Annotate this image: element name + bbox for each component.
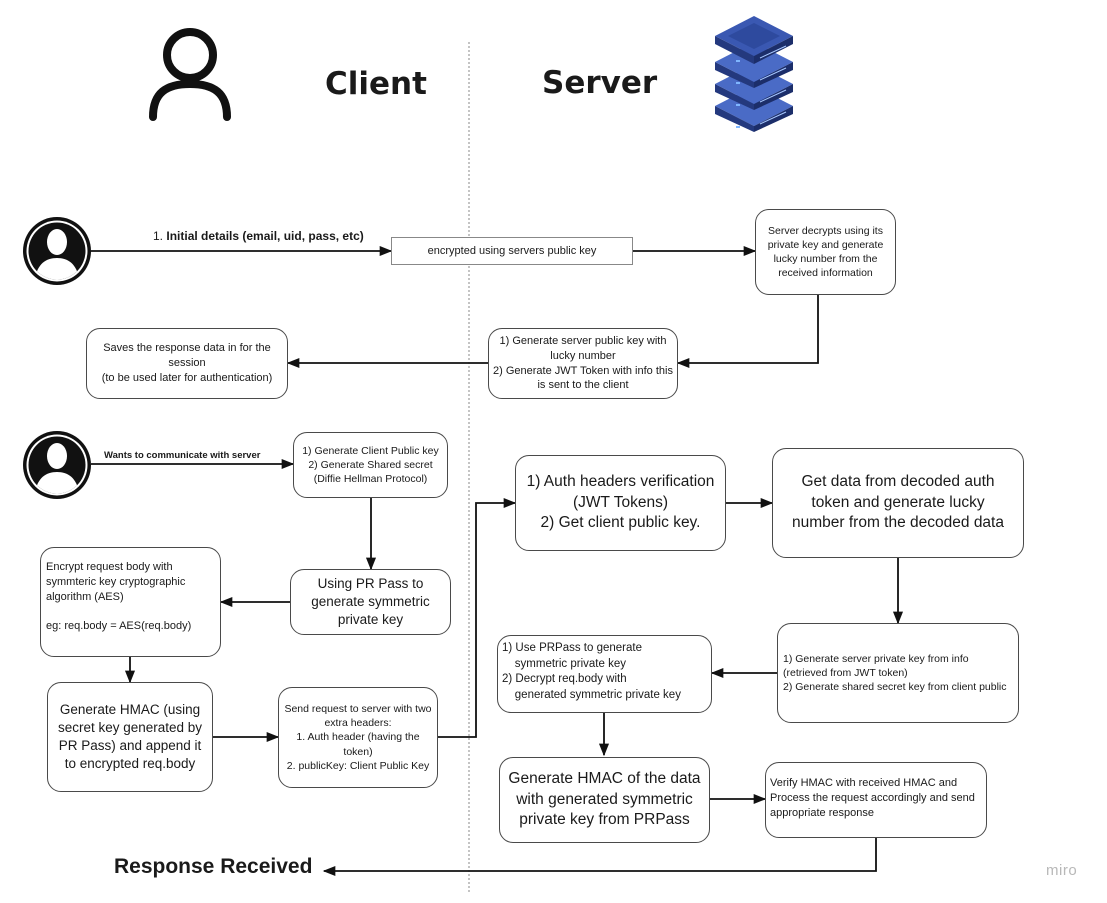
user-avatar-icon: [23, 431, 91, 499]
arrow-send-to-auth: [438, 497, 517, 738]
verify-hmac-node: Verify HMAC with received HMAC and Proce…: [765, 762, 987, 838]
generate-hmac-client-node: Generate HMAC (using secret key generate…: [47, 682, 213, 792]
wants-to-communicate-label: Wants to communicate with server: [104, 450, 261, 461]
initial-details-label: 1. Initial details (email, uid, pass, et…: [153, 229, 364, 243]
saves-response-node: Saves the response data in for the sessi…: [86, 328, 288, 399]
use-prpass-step-2: 2) Decrypt req.body with generated symme…: [502, 673, 681, 701]
send-request-node: Send request to server with two extra he…: [278, 687, 438, 788]
initial-details-text: Initial details (email, uid, pass, etc): [166, 229, 364, 243]
server-decrypts-node: Server decrypts using its private key an…: [755, 209, 896, 295]
generate-client-public-node: 1) Generate Client Public key 2) Generat…: [293, 432, 448, 498]
arrow-verify-to-response: [322, 838, 877, 877]
generate-server-public-node: 1) Generate server public key with lucky…: [488, 328, 678, 399]
response-received-label: Response Received: [114, 855, 313, 878]
encrypted-public-key-box: encrypted using servers public key: [391, 237, 633, 265]
encrypt-request-body-node: Encrypt request body with symmteric key …: [40, 547, 221, 657]
arrow-decrypt-to-generate: [676, 295, 819, 369]
server-stack-icon: [715, 16, 793, 132]
client-title: Client: [325, 66, 427, 102]
user-avatar-icon: [23, 217, 91, 285]
person-outline-icon: [149, 28, 231, 121]
generate-server-private-node: 1) Generate server private key from info…: [777, 623, 1019, 723]
generate-hmac-server-node: Generate HMAC of the data with generated…: [499, 757, 710, 843]
miro-watermark: miro: [1046, 862, 1078, 879]
use-prpass-step-1: 1) Use PRPass to generate symmetric priv…: [502, 642, 642, 670]
auth-verification-node: 1) Auth headers verification (JWT Tokens…: [515, 455, 726, 551]
server-title: Server: [542, 65, 658, 101]
use-prpass-node: 1) Use PRPass to generate symmetric priv…: [497, 635, 712, 713]
get-data-decoded-node: Get data from decoded auth token and gen…: [772, 448, 1024, 558]
initial-details-number: 1.: [153, 229, 164, 243]
using-pr-pass-node: Using PR Pass to generate symmetric priv…: [290, 569, 451, 635]
